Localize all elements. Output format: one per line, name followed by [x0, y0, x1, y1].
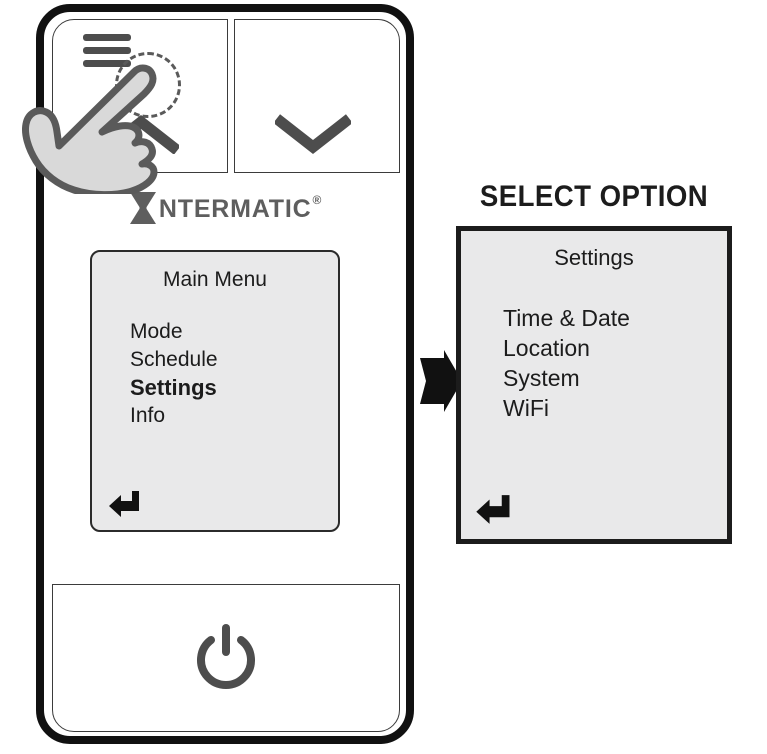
registered-mark: ® [312, 192, 323, 207]
power-button-panel[interactable] [52, 584, 400, 732]
menu-item-schedule[interactable]: Schedule [130, 348, 218, 371]
power-icon[interactable] [193, 622, 259, 694]
brand-wordmark: NTERMATIC [158, 194, 312, 223]
down-button-panel[interactable] [234, 19, 400, 173]
hamburger-menu-icon[interactable] [83, 34, 131, 68]
enter-return-arrow-icon[interactable] [475, 494, 513, 525]
menu-item-mode[interactable]: Mode [130, 320, 183, 343]
select-option-caption: SELECT OPTION [479, 180, 709, 213]
top-button-row [52, 19, 400, 173]
menu-item-settings[interactable]: Settings [130, 375, 217, 400]
brand-logo: NTERMATIC® [44, 190, 406, 230]
settings-item-wifi[interactable]: WiFi [503, 395, 549, 421]
select-option-panel: SELECT OPTION Settings Time & Date Locat… [456, 180, 732, 544]
settings-item-location[interactable]: Location [503, 335, 590, 361]
intermatic-hourglass-logo [129, 192, 156, 224]
main-menu-title: Main Menu [163, 268, 267, 291]
menu-item-info[interactable]: Info [130, 404, 166, 427]
lcd-main-menu-screen: Main Menu Mode Schedule Settings Info [90, 250, 340, 532]
intermatic-timer-device: NTERMATIC® Main Menu Mode Schedule Setti… [22, 4, 414, 744]
settings-list: Time & Date Location System WiFi [461, 303, 727, 423]
settings-title: Settings [554, 245, 634, 270]
chevron-down-icon[interactable] [275, 114, 351, 154]
right-arrow-icon [420, 350, 462, 412]
settings-item-time-and-date[interactable]: Time & Date [503, 305, 630, 331]
settings-item-system[interactable]: System [503, 365, 580, 391]
lcd-settings-screen: Settings Time & Date Location System WiF… [456, 226, 732, 544]
hand-tap-cursor-icon [22, 64, 158, 194]
main-menu-list: Mode Schedule Settings Info [92, 318, 338, 430]
enter-return-arrow-icon[interactable] [108, 490, 142, 518]
